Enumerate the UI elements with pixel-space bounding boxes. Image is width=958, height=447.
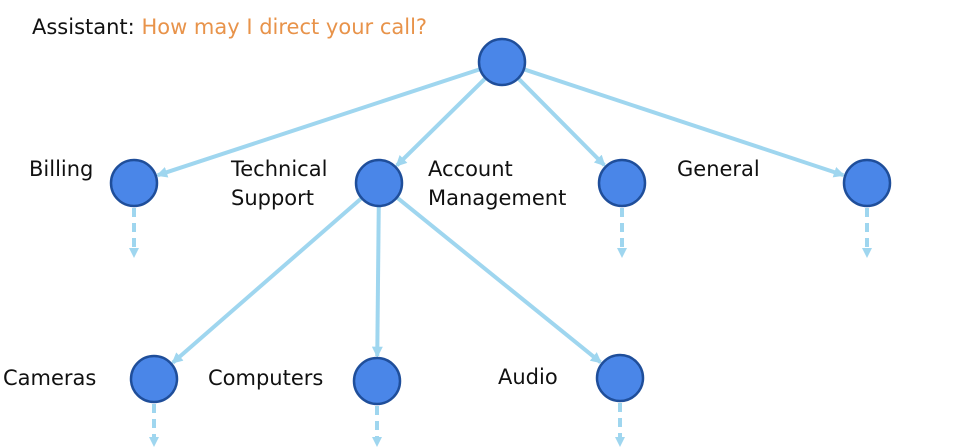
- audio-label-line-1: Audio: [498, 365, 558, 389]
- computers-node: [352, 356, 402, 406]
- general-label: General: [677, 155, 760, 184]
- edge-root-to-account-management: [517, 77, 606, 167]
- computers-label-line-1: Computers: [208, 366, 324, 390]
- assistant-question: How may I direct your call?: [141, 15, 428, 39]
- continuation-arrows-group: [129, 208, 872, 447]
- edge-root-to-technical-support: [395, 77, 487, 167]
- edge-technical-support-to-audio: [396, 196, 602, 364]
- account-management-label: Account Management: [428, 155, 566, 213]
- general-label-line-1: General: [677, 157, 760, 181]
- assistant-prompt: Assistant: How may I direct your call?: [32, 12, 427, 42]
- computers-label: Computers: [208, 364, 323, 393]
- technical-support-node: [354, 158, 404, 208]
- account-management-label-line-1: Account: [428, 157, 513, 181]
- general-node: [842, 158, 892, 208]
- technical-support-label: Technical Support: [231, 155, 327, 213]
- edges-group: [156, 67, 845, 365]
- account-management-label-line-2: Management: [428, 186, 567, 210]
- nodes-group: [109, 37, 892, 406]
- billing-label: Billing: [29, 155, 93, 184]
- cameras-node: [129, 354, 179, 404]
- billing-node: [109, 158, 159, 208]
- edge-root-to-billing: [156, 67, 480, 178]
- technical-support-label-line-2: Support: [231, 186, 315, 210]
- cameras-label: Cameras: [3, 364, 96, 393]
- edge-technical-support-to-computers: [371, 206, 383, 358]
- account-management-node: [597, 158, 647, 208]
- technical-support-label-line-1: Technical: [231, 157, 328, 181]
- audio-label: Audio: [498, 363, 558, 392]
- cameras-label-line-1: Cameras: [3, 366, 97, 390]
- edge-technical-support-to-cameras: [171, 197, 363, 365]
- billing-label-line-1: Billing: [29, 157, 94, 181]
- edge-root-to-general: [524, 67, 845, 178]
- root-node: [477, 37, 527, 87]
- speaker-label: Assistant:: [32, 15, 135, 39]
- audio-node: [595, 353, 645, 403]
